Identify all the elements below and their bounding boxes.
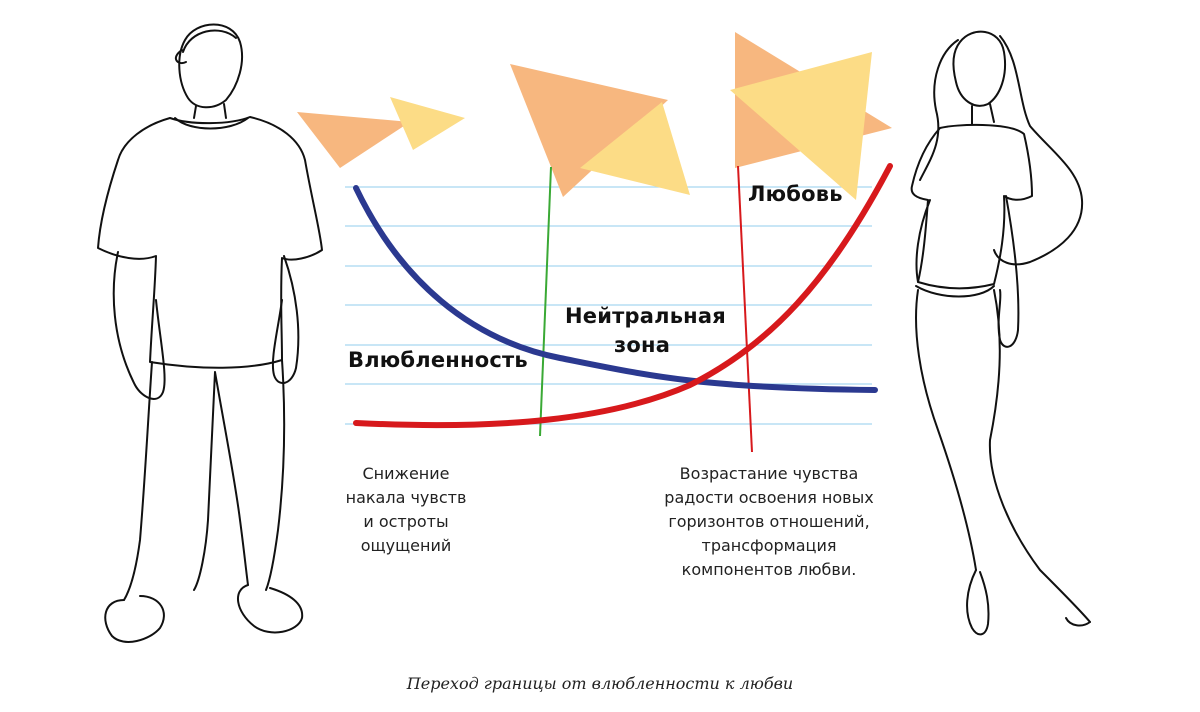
note-right-line: трансформация [701,536,837,555]
woman-arm-left [915,199,931,283]
flag-middle [510,64,690,197]
flag-left [297,97,465,168]
man-arm-right [271,255,300,384]
man-shirt [97,116,323,369]
neutral-zone-label-line1: Нейтральная [565,304,726,328]
woman-silhouette [910,30,1091,636]
woman-belt [915,285,995,298]
note-left-line: и остроты [363,512,449,531]
man-head [178,23,244,109]
love-label: Любовь [748,182,843,206]
flag-right [730,32,892,200]
man-hair [174,29,237,64]
woman-foot-left [966,569,990,636]
man-shoe-right [237,584,304,634]
flag-triangle-yellow [390,97,465,150]
infatuation-curve [353,185,878,393]
love-curve [353,163,893,429]
man-legs [123,359,286,601]
man-silhouette [97,23,323,643]
man-shoe-left [104,595,165,643]
note-right-line: радости освоения новых [664,488,874,507]
flag-triangle-orange [510,64,668,197]
note-left-line: ощущений [360,536,452,555]
note-left-line: Снижение [362,464,450,483]
flag-triangle-orange [297,112,410,168]
note-right-line: Возрастание чувства [679,464,859,483]
note-left: Снижение накала чувств и остроты ощущени… [336,462,476,558]
note-right-line: компонентов любви. [681,560,857,579]
note-left-line: накала чувств [345,488,467,507]
man-neck [193,103,227,119]
man-collar [174,117,249,130]
woman-head [952,30,1006,107]
note-right: Возрастание чувства радости освоения нов… [634,462,904,582]
woman-arm-right [997,195,1020,348]
love-boundary-line [737,165,753,453]
woman-hair [919,35,1084,266]
figure-caption: Переход границы от влюбленности к любви [406,674,794,693]
neutral-zone-start-line [539,166,552,437]
note-right-line: горизонтов отношений, [668,512,870,531]
neutral-zone-label-line2: зона [614,333,671,357]
man-arm-left [112,251,166,400]
woman-top [910,123,1033,290]
flag-triangle-yellow [730,52,872,200]
infatuation-label: Влюбленность [348,348,528,372]
woman-foot-right [1065,617,1091,627]
woman-neck [971,103,995,125]
flag-triangle-yellow [580,102,690,195]
woman-legs [915,289,1091,623]
